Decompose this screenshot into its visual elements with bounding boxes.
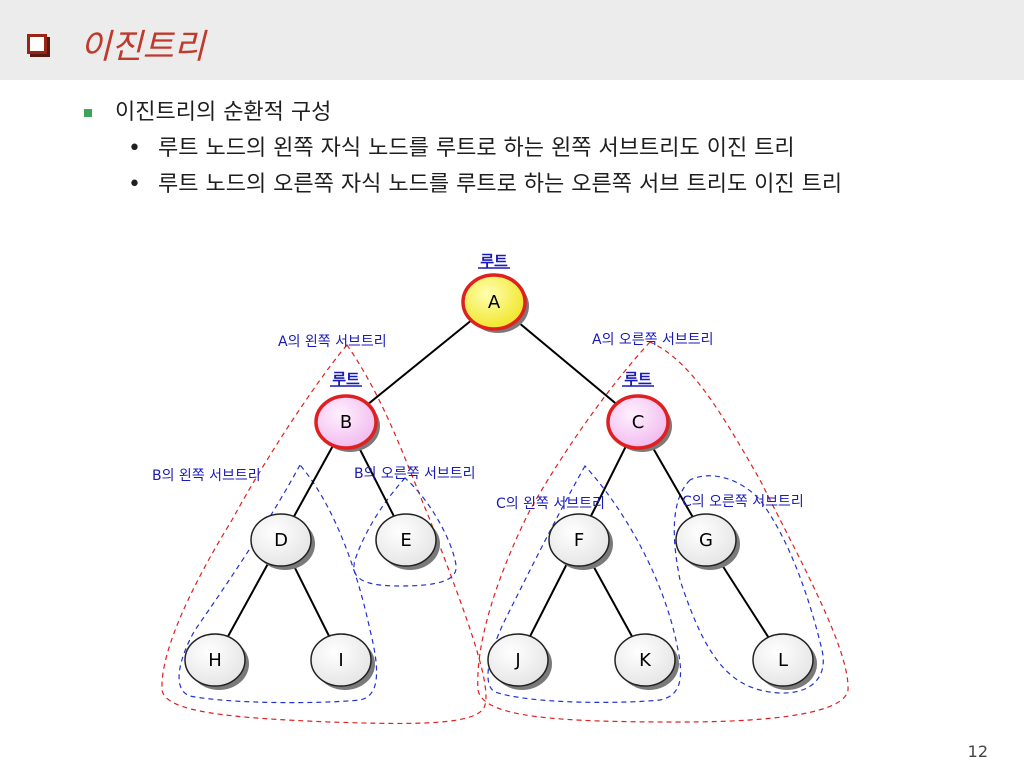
- bullet-sub-2-text: 루트 노드의 오른쪽 자식 노드를 루트로 하는 오른쪽 서브 트리도 이진 트…: [158, 172, 843, 197]
- node-circle: [184, 633, 246, 687]
- node-circle: [606, 394, 670, 450]
- node-label: B: [340, 412, 352, 433]
- node-label: I: [338, 650, 343, 671]
- node-f: F: [548, 513, 613, 570]
- node-c: C: [606, 394, 672, 452]
- node-b: B: [314, 394, 380, 452]
- node-label: E: [400, 530, 411, 551]
- node-circle: [752, 633, 814, 687]
- node-circle: [461, 273, 527, 331]
- slide-header: [0, 0, 1024, 80]
- bullet-main-text: 이진트리의 순환적 구성: [115, 100, 332, 125]
- node-label: C: [632, 412, 645, 433]
- node-d: D: [250, 513, 315, 570]
- node-l: L: [752, 633, 817, 690]
- c-right-subtree-label: C의 오른쪽 서브트리: [682, 494, 804, 510]
- b-left-subtree-label: B의 왼쪽 서브트리: [152, 468, 261, 484]
- root-tags: 루트 루트 루트: [330, 252, 654, 388]
- c-right-subtree-outline: [673, 475, 824, 694]
- square-bullet-icon: [84, 109, 92, 117]
- node-label: F: [574, 530, 584, 551]
- node-label: J: [514, 650, 520, 671]
- node-circle: [314, 394, 378, 450]
- a-right-subtree-label: A의 오른쪽 서브트리: [592, 332, 714, 348]
- root-tag-a: 루트: [480, 252, 508, 270]
- node-circle: [675, 513, 737, 567]
- node-a: A: [461, 273, 529, 333]
- node-i: I: [310, 633, 375, 690]
- node-circle: [487, 633, 549, 687]
- subtree-labels: A의 왼쪽 서브트리 A의 오른쪽 서브트리 B의 왼쪽 서브트리 B의 오른쪽…: [152, 332, 804, 512]
- dot-bullet-icon: •: [128, 172, 141, 197]
- bullet-main: 이진트리의 순환적 구성: [78, 96, 958, 130]
- page-number: 12: [967, 742, 988, 761]
- node-circle: [548, 513, 610, 567]
- edge-a-b: [345, 301, 495, 423]
- tree-nodes: A B C D E F G H I J K L: [184, 273, 817, 690]
- slide-title: 이진트리: [80, 27, 206, 67]
- node-label: A: [488, 292, 501, 313]
- node-circle: [310, 633, 372, 687]
- node-e: E: [375, 513, 440, 570]
- tree-edges: [214, 301, 784, 661]
- root-tag-c: 루트: [624, 370, 652, 388]
- b-right-subtree-outline: [353, 477, 457, 587]
- node-circle: [614, 633, 676, 687]
- bullet-list: 이진트리의 순환적 구성 • 루트 노드의 왼쪽 자식 노드를 루트로 하는 왼…: [78, 96, 958, 202]
- title-checkbox-icon: [27, 34, 47, 54]
- node-g: G: [675, 513, 740, 570]
- node-label: L: [778, 650, 788, 671]
- a-right-subtree-outline: [477, 341, 849, 723]
- dot-bullet-icon: •: [128, 136, 141, 161]
- node-label: G: [699, 530, 713, 551]
- node-label: H: [208, 650, 222, 671]
- b-right-subtree-label: B의 오른쪽 서브트리: [354, 466, 476, 482]
- node-h: H: [184, 633, 249, 690]
- node-label: K: [639, 650, 652, 671]
- node-circle: [375, 513, 437, 567]
- node-circle: [250, 513, 312, 567]
- bullet-sub-1: • 루트 노드의 왼쪽 자식 노드를 루트로 하는 왼쪽 서브트리도 이진 트리: [78, 132, 958, 166]
- c-left-subtree-label: C의 왼쪽 서브트리: [496, 496, 605, 512]
- bullet-sub-1-text: 루트 노드의 왼쪽 자식 노드를 루트로 하는 왼쪽 서브트리도 이진 트리: [158, 136, 795, 161]
- node-label: D: [274, 530, 288, 551]
- node-j: J: [487, 633, 552, 690]
- root-tag-b: 루트: [332, 370, 360, 388]
- b-left-subtree-outline: [178, 463, 378, 704]
- subtree-outlines: [161, 341, 849, 725]
- a-left-subtree-label: A의 왼쪽 서브트리: [278, 334, 387, 350]
- node-k: K: [614, 633, 679, 690]
- a-left-subtree-outline: [161, 344, 487, 725]
- bullet-sub-2: • 루트 노드의 오른쪽 자식 노드를 루트로 하는 오른쪽 서브 트리도 이진…: [78, 168, 958, 202]
